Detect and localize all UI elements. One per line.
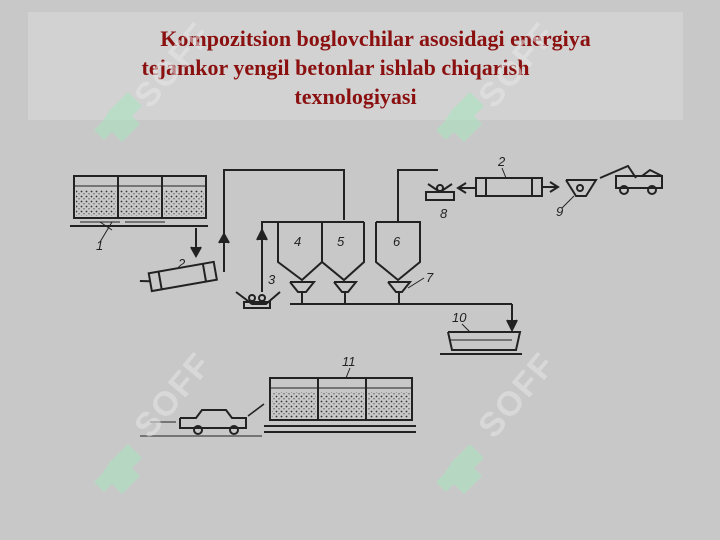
title-line-2: tejamkor yengil betonlar ishlab chiqaris…	[141, 55, 530, 80]
storage-bins	[70, 175, 208, 231]
label-8: 8	[440, 206, 448, 221]
label-9: 9	[556, 204, 563, 219]
drum-dryer-left	[139, 260, 219, 293]
hopper	[565, 179, 598, 197]
slide-title: Kompozitsion boglovchilar asosidagi ener…	[28, 24, 683, 111]
label-5: 5	[337, 234, 345, 249]
watermark-text-4: SOFF	[471, 345, 564, 445]
watermark-text-3: SOFF	[127, 345, 220, 445]
silo-6	[375, 221, 421, 293]
crusher-top	[425, 183, 455, 201]
truck-bottom-icon	[150, 403, 265, 435]
label-4: 4	[294, 234, 301, 249]
label-11: 11	[342, 354, 356, 369]
label-3: 3	[268, 272, 276, 287]
aggregate-fill	[76, 190, 410, 418]
dump-truck-icon	[599, 164, 663, 195]
label-1: 1	[96, 238, 103, 253]
title-line-1: Kompozitsion boglovchilar asosidagi ener…	[160, 26, 591, 51]
crusher	[235, 291, 281, 309]
title-line-3: texnologiyasi	[294, 84, 417, 109]
watermark-text-1: SOFF	[127, 15, 220, 115]
label-2-left: 2	[177, 256, 186, 271]
bins-frame	[73, 175, 207, 219]
watermark-text-2: SOFF	[471, 15, 564, 115]
label-7: 7	[426, 270, 434, 285]
silo-4-5	[277, 221, 365, 293]
soff-logo-icon	[94, 92, 484, 494]
label-10: 10	[452, 310, 467, 325]
mixer	[440, 331, 522, 355]
drum-dryer-top	[456, 177, 560, 197]
curing-chamber	[264, 377, 416, 433]
label-2-top: 2	[497, 154, 506, 169]
label-6: 6	[393, 234, 401, 249]
